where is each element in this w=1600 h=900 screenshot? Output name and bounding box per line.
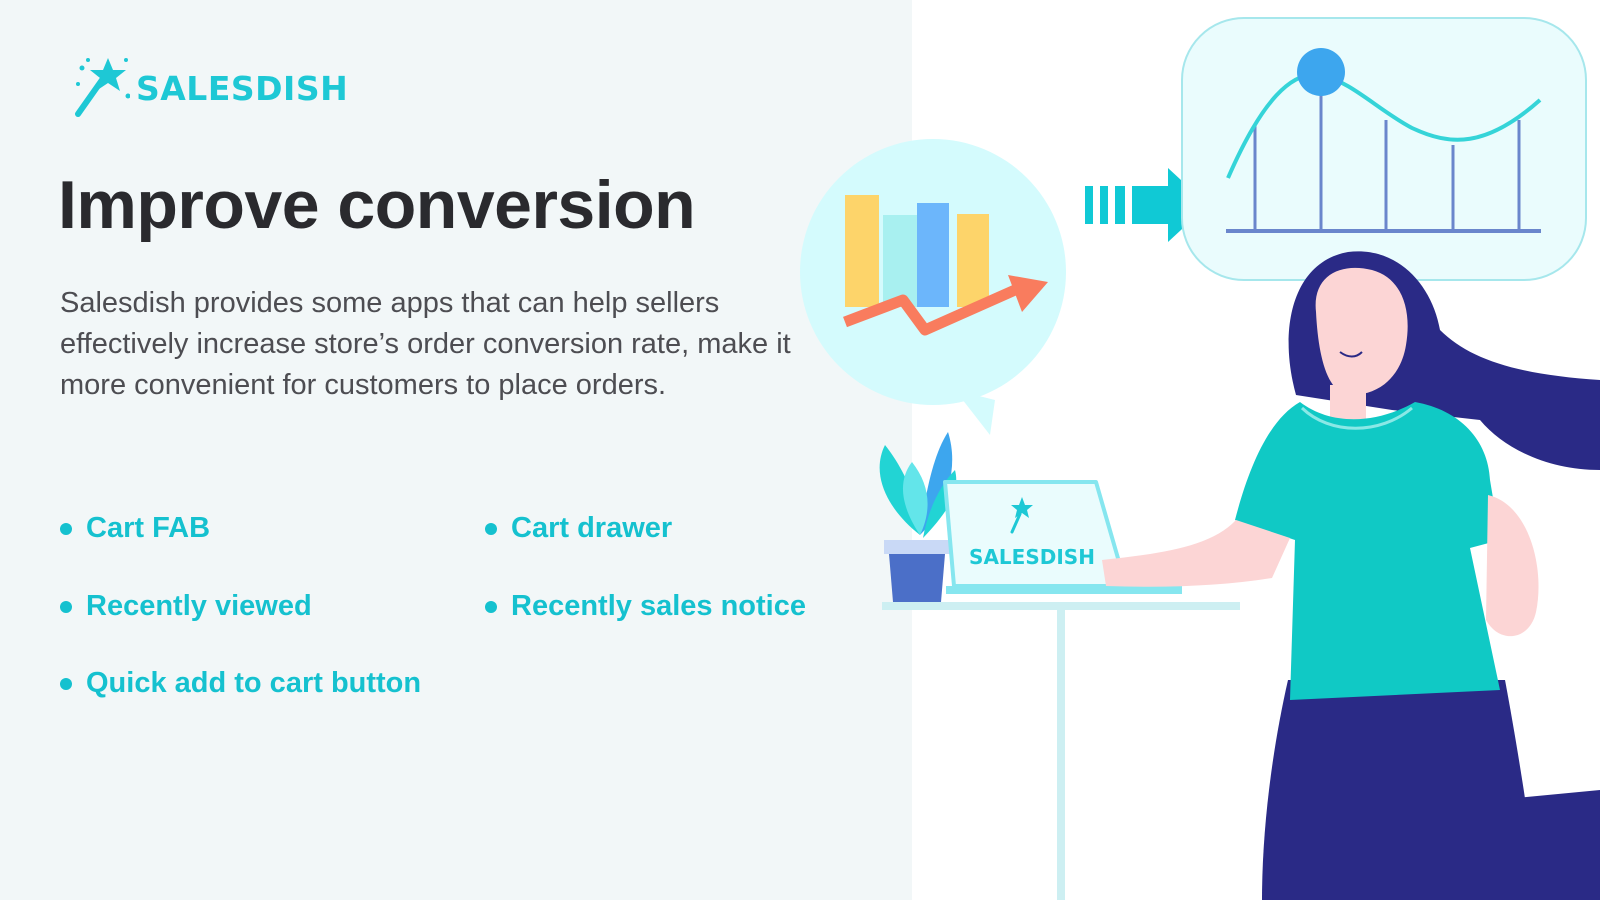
magic-wand-icon: [1010, 497, 1033, 534]
description: Salesdish provides some apps that can he…: [60, 287, 791, 401]
page-title: Improve conversion: [58, 167, 696, 243]
plant-icon: [879, 432, 957, 602]
feature-cart-drawer: Cart drawer: [485, 512, 672, 545]
bullet-icon: [485, 522, 497, 535]
logo-text: SALESDISH: [136, 68, 349, 108]
line-chart-card: [1181, 17, 1587, 281]
bullet-icon: [60, 522, 72, 535]
left-panel: [0, 0, 912, 900]
feature-cart-fab: Cart FAB: [60, 512, 210, 545]
logo[interactable]: SALESDISH: [72, 56, 348, 120]
laptop: SALESDISH: [943, 480, 1182, 594]
feature-recently-sales-notice: Recently sales notice: [485, 590, 806, 623]
bullet-icon: [60, 677, 72, 690]
magic-wand-icon: [75, 58, 130, 117]
bullet-icon: [485, 600, 497, 613]
feature-label: Cart drawer: [511, 512, 673, 544]
bullet-icon: [60, 600, 72, 613]
woman-figure: [1102, 251, 1600, 900]
feature-label: Quick add to cart button: [86, 667, 422, 699]
laptop-screen-logo: SALESDISH: [969, 545, 1095, 569]
desk: [882, 602, 1240, 900]
feature-label: Recently viewed: [86, 590, 312, 622]
feature-label: Recently sales notice: [511, 590, 806, 622]
feature-quick-add-to-cart: Quick add to cart button: [60, 667, 421, 700]
feature-recently-viewed: Recently viewed: [60, 590, 312, 623]
feature-label: Cart FAB: [86, 512, 211, 544]
bar-chart-icon: [843, 195, 1048, 336]
